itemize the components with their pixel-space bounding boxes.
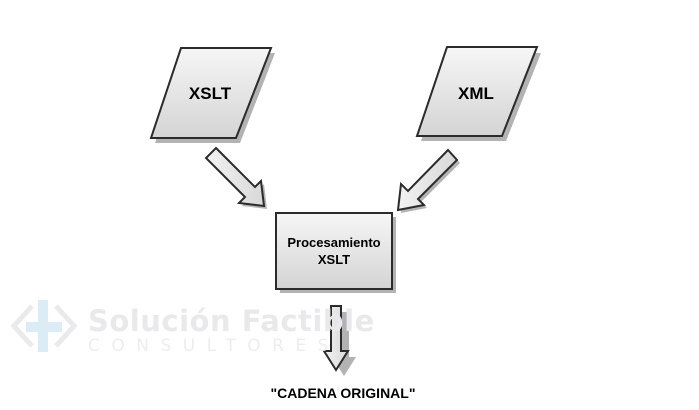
watermark: Solución Factible CONSULTORES xyxy=(88,306,375,356)
watermark-name: Solución Factible xyxy=(88,304,375,338)
xml-node-label: XML xyxy=(458,84,494,103)
xslt-input-node xyxy=(149,47,275,143)
watermark-subtitle: CONSULTORES xyxy=(88,336,340,356)
output-label: "CADENA ORIGINAL" xyxy=(270,385,416,401)
processing-label-line1: Procesamiento xyxy=(287,235,381,250)
processing-node-label: Procesamiento XSLT xyxy=(276,234,392,268)
xslt-processing-node xyxy=(275,212,396,293)
watermark-logo-icon xyxy=(10,300,78,352)
arrow-xslt-to-process-icon xyxy=(204,146,267,209)
arrow-xml-to-process-icon xyxy=(396,148,460,213)
arrow-process-to-output-icon xyxy=(322,305,356,376)
processing-label-line2: XSLT xyxy=(317,252,351,267)
xslt-node-label: XSLT xyxy=(188,84,232,103)
xml-input-node xyxy=(415,46,541,141)
